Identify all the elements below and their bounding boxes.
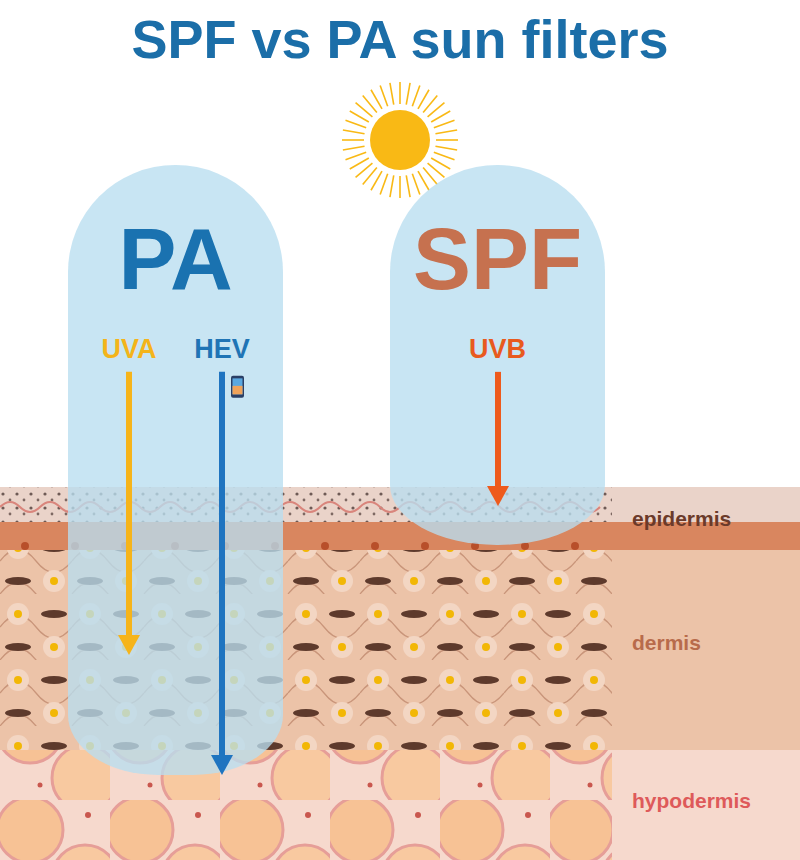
sun-ray (390, 83, 394, 105)
ray-arrow (487, 372, 509, 506)
filter-panel: SPF UVB (390, 165, 605, 545)
sun-ray (343, 146, 365, 150)
ray-arrow (118, 372, 140, 655)
sun-ray (363, 96, 377, 113)
sun-ray (431, 111, 450, 122)
layer-label: hypodermis (632, 790, 751, 811)
ray-label: UVB (453, 334, 543, 364)
sun-ray (371, 90, 382, 109)
sun-ray (345, 120, 366, 128)
sun-ray (412, 85, 420, 106)
skin-layer-band: hypodermis (0, 750, 800, 850)
ray-arrow-shaft (219, 372, 225, 757)
sun-ray (418, 171, 429, 190)
sun-ray (423, 168, 437, 185)
sun-ray (343, 130, 365, 134)
sun-ray (431, 158, 450, 169)
ray-label: UVA (84, 334, 174, 364)
ray-arrow-head (211, 755, 233, 775)
sun-ray (380, 174, 388, 195)
skin-layer-band: epidermis (0, 487, 800, 550)
sun-ray (428, 103, 445, 117)
sun-ray (399, 176, 401, 198)
sun-ray (406, 83, 410, 105)
sun-ray (418, 90, 429, 109)
filter-panel: PA UVAHEV (68, 165, 283, 775)
panel-heading: SPF (390, 216, 605, 303)
sun-ray (434, 120, 455, 128)
sun-ray (350, 158, 369, 169)
sun-ray (345, 152, 366, 160)
sun-ray (356, 163, 373, 177)
sun-ray (435, 146, 457, 150)
hypodermis-texture (0, 750, 612, 860)
sun-disc (370, 110, 430, 170)
phone-body (231, 376, 244, 398)
diagram-title: SPF vs PA sun filters (0, 10, 800, 69)
ray-arrow-shaft (495, 372, 501, 488)
layer-label: epidermis (632, 508, 731, 529)
sun-ray (380, 85, 388, 106)
ray-arrow-head (487, 486, 509, 506)
sun-ray (371, 171, 382, 190)
phone-icon (231, 376, 244, 398)
sun-ray (399, 82, 401, 104)
sun-ray (435, 130, 457, 134)
ray-arrow (211, 372, 233, 775)
ray-arrow-shaft (126, 372, 132, 637)
sun-ray (350, 111, 369, 122)
panel-heading: PA (68, 216, 283, 303)
sun-ray (342, 139, 364, 141)
ray-arrow-head (118, 635, 140, 655)
sun-ray (412, 174, 420, 195)
layer-label: dermis (632, 632, 701, 653)
sun-ray (390, 175, 394, 197)
sun-ray (434, 152, 455, 160)
skin-layer-band: dermis (0, 550, 800, 735)
sun-ray (436, 139, 458, 141)
ray-label: HEV (177, 334, 267, 364)
phone-screen-detail (233, 386, 243, 395)
phone-screen (233, 378, 243, 394)
sun-ray (406, 175, 410, 197)
